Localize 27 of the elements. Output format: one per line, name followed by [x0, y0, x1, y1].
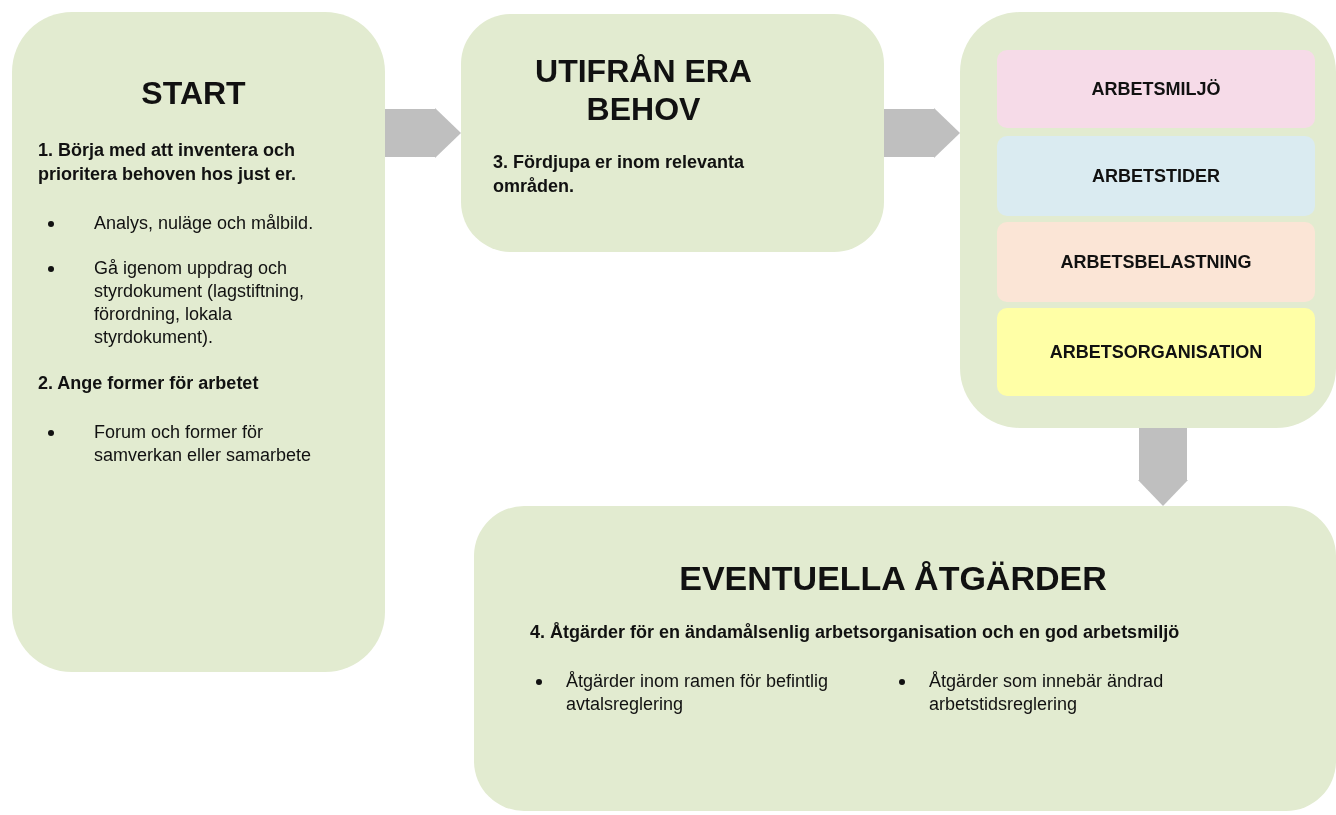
- block-arrow: [884, 108, 960, 158]
- stage-box: [12, 12, 385, 672]
- step-heading: 4. Åtgärder för en ändamålsenlig arbetsorganisation och en god arbetsmiljö: [530, 621, 1181, 644]
- block-arrow: [385, 108, 461, 158]
- category-box: [997, 136, 1315, 216]
- category-label: ARBETSBELASTNING: [1060, 251, 1252, 273]
- category-label: ARBETSTIDER: [1092, 165, 1220, 187]
- stage-box: [474, 506, 1336, 811]
- bullet-text: Åtgärder inom ramen för befintlig avtalsreglering: [566, 671, 829, 714]
- step-heading: 2. Ange former för arbetet: [38, 372, 260, 395]
- block-arrow: [1138, 428, 1188, 506]
- stage-box: [461, 14, 884, 252]
- stage-title: START: [140, 74, 247, 112]
- category-box: [997, 308, 1315, 396]
- bullet-text: Forum och former för samverkan eller samarbete: [94, 422, 312, 465]
- step-heading: 3. Fördjupa er inom relevanta områden.: [493, 151, 746, 198]
- category-box: [997, 222, 1315, 302]
- bullet-text: Analys, nuläge och målbild.: [94, 213, 314, 233]
- stage-title: EVENTUELLA ÅTGÄRDER: [678, 558, 1108, 598]
- group-panel: [960, 12, 1336, 428]
- bullet-text: Gå igenom uppdrag och styrdokument (lagstiftning, förordning, lokala styrdokument).: [94, 258, 305, 347]
- category-box: [997, 50, 1315, 128]
- step-heading: 1. Börja med att inventera och prioritera behoven hos just er.: [38, 139, 298, 186]
- stage-title: UTIFRÅN ERA BEHOV: [534, 52, 753, 128]
- category-label: ARBETSORGANISATION: [1049, 341, 1263, 363]
- bullet-text: Åtgärder som innebär ändrad arbetstidsreglering: [929, 671, 1164, 714]
- category-label: ARBETSMILJÖ: [1091, 78, 1221, 100]
